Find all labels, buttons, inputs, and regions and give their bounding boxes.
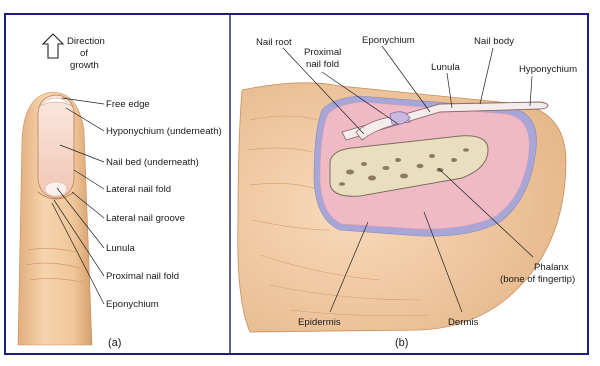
growth-label-line3: growth bbox=[70, 60, 99, 71]
caption-a: (a) bbox=[108, 337, 121, 349]
panel-a: Direction of growth Free edge Hyponychiu… bbox=[18, 34, 222, 349]
label-hyponychium-a: Hyponychium (underneath) bbox=[106, 126, 222, 137]
label-dermis: Dermis bbox=[448, 317, 479, 328]
label-eponychium-a: Eponychium bbox=[106, 299, 159, 310]
label-phalanx-line2: (bone of fingertip) bbox=[500, 274, 575, 285]
caption-b: (b) bbox=[395, 337, 408, 349]
label-nail-body: Nail body bbox=[474, 36, 514, 47]
panel-b: Nail root Proximal nail fold Eponychium … bbox=[238, 35, 577, 349]
label-phalanx-line1: Phalanx bbox=[534, 262, 569, 273]
label-hyponychium-b: Hyponychium bbox=[519, 64, 577, 75]
label-epidermis: Epidermis bbox=[298, 317, 341, 328]
label-lunula-b: Lunula bbox=[431, 62, 460, 73]
lunula-drawing bbox=[45, 182, 67, 196]
label-free-edge: Free edge bbox=[106, 99, 150, 110]
label-proximal-nail-fold-b-line2: nail fold bbox=[306, 59, 339, 70]
label-lateral-nail-fold: Lateral nail fold bbox=[106, 184, 171, 195]
label-eponychium-b: Eponychium bbox=[362, 35, 415, 46]
label-lateral-nail-groove: Lateral nail groove bbox=[106, 213, 185, 224]
label-nail-bed: Nail bed (underneath) bbox=[106, 157, 199, 168]
growth-arrow-icon bbox=[43, 34, 63, 58]
label-lunula-a: Lunula bbox=[106, 243, 135, 254]
label-proximal-nail-fold-a: Proximal nail fold bbox=[106, 271, 179, 282]
label-proximal-nail-fold-b-line1: Proximal bbox=[304, 47, 341, 58]
growth-label-line1: Direction bbox=[67, 36, 105, 47]
growth-label-line2: of bbox=[80, 48, 88, 59]
label-nail-root: Nail root bbox=[256, 37, 292, 48]
